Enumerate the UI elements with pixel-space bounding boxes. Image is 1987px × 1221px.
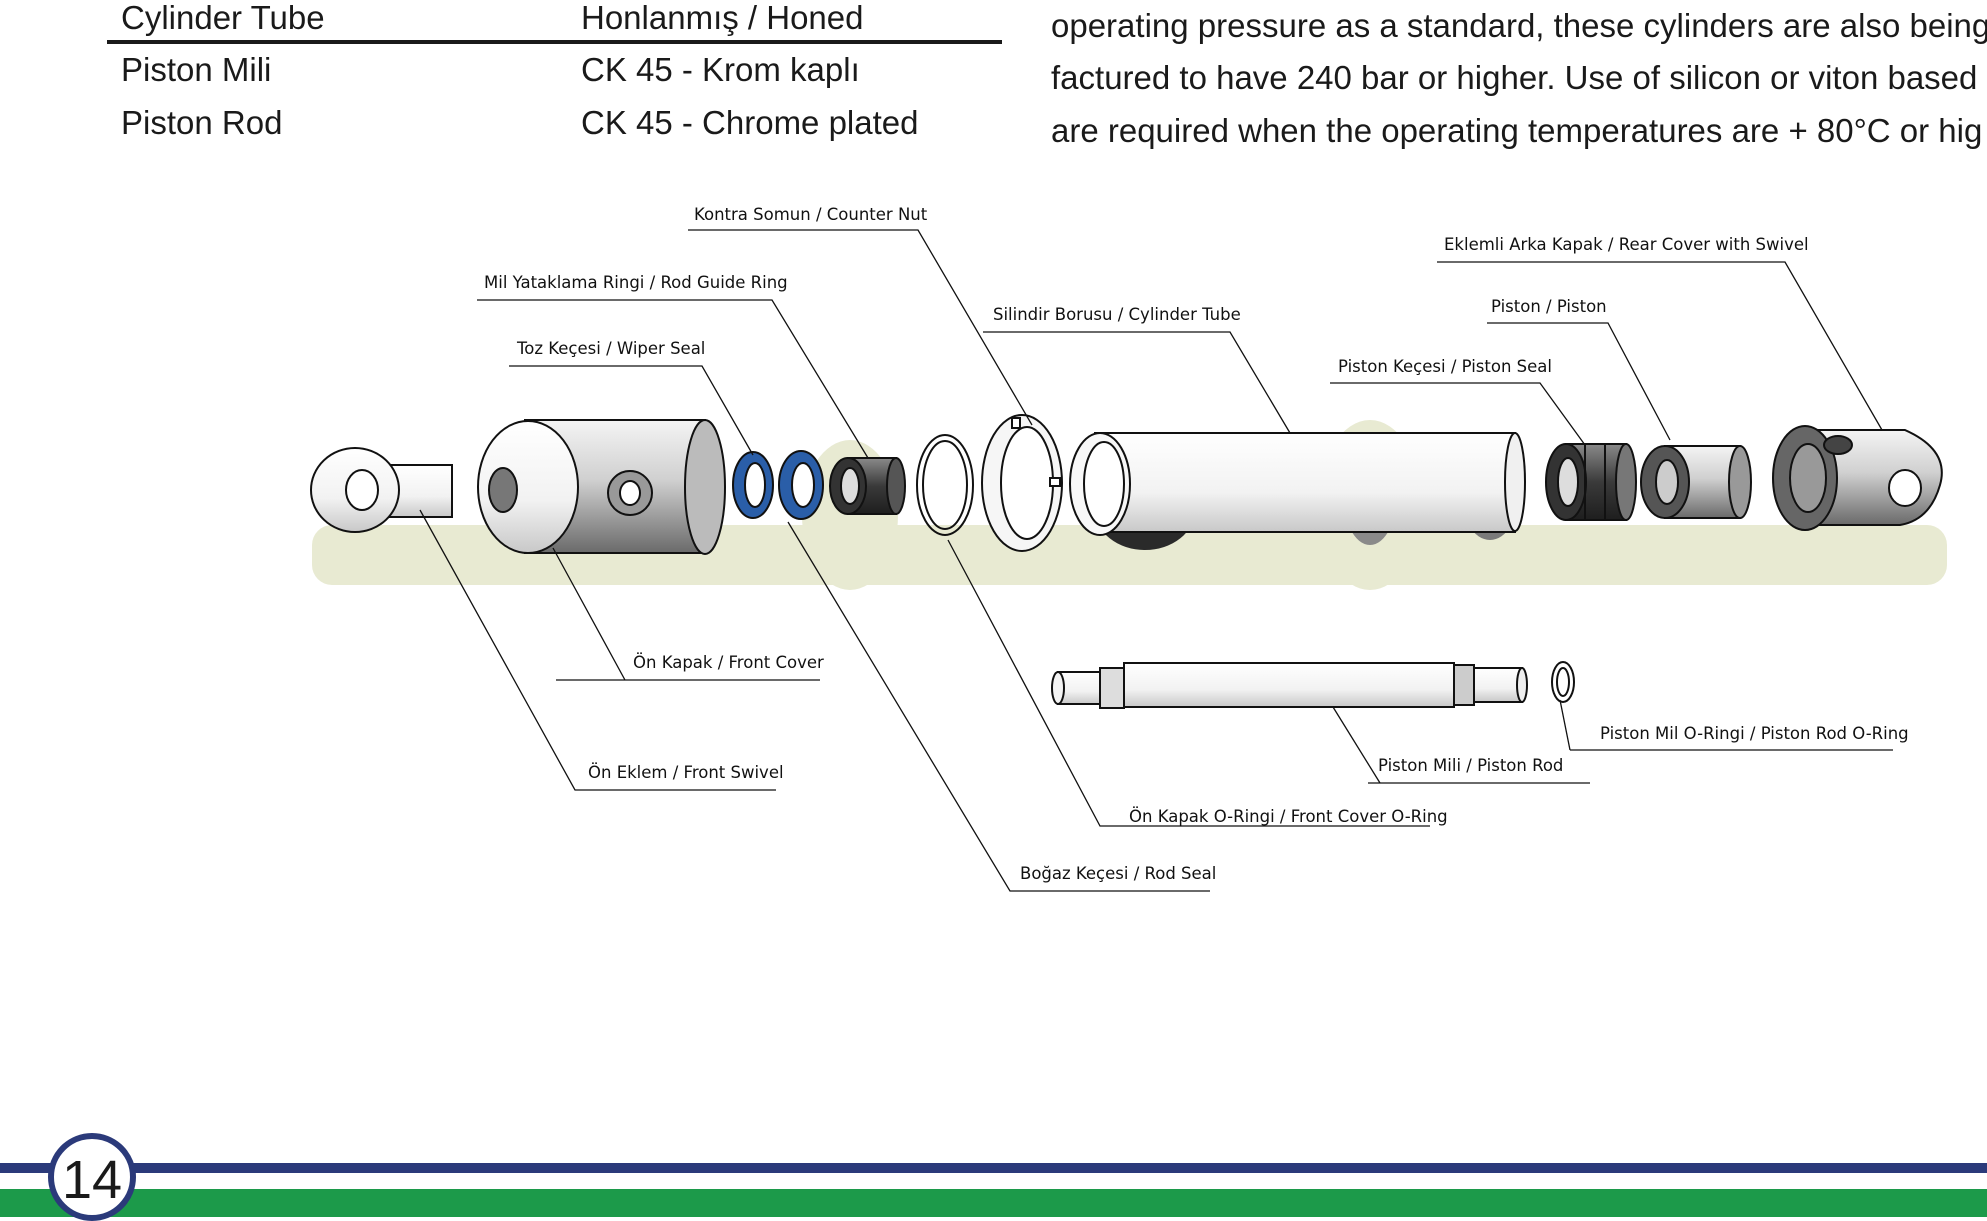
spec-value: Honlanmış / Honed xyxy=(581,0,864,36)
rear-cover-swivel-part xyxy=(1772,425,1943,531)
front-cover-part xyxy=(477,419,726,555)
spec-value: CK 45 - Chrome plated xyxy=(581,104,919,141)
intro-line: are required when the operating temperat… xyxy=(1051,112,1983,149)
spec-row-piston-rod: Piston Rod CK 45 - Chrome plated xyxy=(107,97,1002,149)
footer-blue-stripe xyxy=(0,1163,1987,1173)
front-swivel-part xyxy=(310,447,453,533)
piston-rod-part xyxy=(1051,662,1528,709)
rod-guide-ring-part xyxy=(829,457,906,515)
rod-seal-part xyxy=(778,450,824,520)
label-front-cover-oring: Ön Kapak O-Ringi / Front Cover O-Ring xyxy=(1129,807,1448,826)
intro-line: factured to have 240 bar or higher. Use … xyxy=(1051,59,1978,96)
piston-seal-part xyxy=(1545,443,1637,521)
label-wiper-seal: Toz Keçesi / Wiper Seal xyxy=(516,339,705,358)
label-cylinder-tube: Silindir Borusu / Cylinder Tube xyxy=(993,305,1241,324)
counter-nut-part xyxy=(981,414,1063,552)
piston-part xyxy=(1640,445,1752,519)
label-rear-cover-swivel: Eklemli Arka Kapak / Rear Cover with Swi… xyxy=(1444,235,1809,254)
front-cover-oring-part xyxy=(916,434,974,536)
spec-value: CK 45 - Krom kaplı xyxy=(581,51,860,88)
spec-label: Cylinder Tube xyxy=(121,0,325,36)
label-piston-rod: Piston Mili / Piston Rod xyxy=(1378,756,1563,775)
label-piston: Piston / Piston xyxy=(1491,297,1607,316)
label-rod-guide-ring: Mil Yataklama Ringi / Rod Guide Ring xyxy=(484,273,788,292)
cylinder-tube-part xyxy=(1069,432,1526,536)
wiper-seal-part xyxy=(732,451,774,519)
leader-lines xyxy=(419,229,1893,892)
footer-green-stripe xyxy=(0,1189,1987,1217)
spec-row-cylinder-tube: Cylinder Tube Honlanmış / Honed xyxy=(107,0,1002,44)
spec-label: Piston Mili xyxy=(121,51,272,88)
page-number: 14 xyxy=(61,1150,123,1210)
label-front-swivel: Ön Eklem / Front Swivel xyxy=(588,763,784,782)
label-piston-rod-oring: Piston Mil O-Ringi / Piston Rod O-Ring xyxy=(1600,724,1909,743)
label-rod-seal: Boğaz Keçesi / Rod Seal xyxy=(1020,864,1216,883)
label-piston-seal: Piston Keçesi / Piston Seal xyxy=(1338,357,1552,376)
spec-label: Piston Rod xyxy=(121,104,283,141)
label-counter-nut: Kontra Somun / Counter Nut xyxy=(694,205,928,224)
label-front-cover: Ön Kapak / Front Cover xyxy=(633,653,824,672)
piston-rod-oring-part xyxy=(1551,661,1575,703)
spec-row-piston-mili: Piston Mili CK 45 - Krom kaplı xyxy=(107,44,1002,96)
intro-line: operating pressure as a standard, these … xyxy=(1051,7,1987,44)
spec-divider xyxy=(107,40,1002,44)
